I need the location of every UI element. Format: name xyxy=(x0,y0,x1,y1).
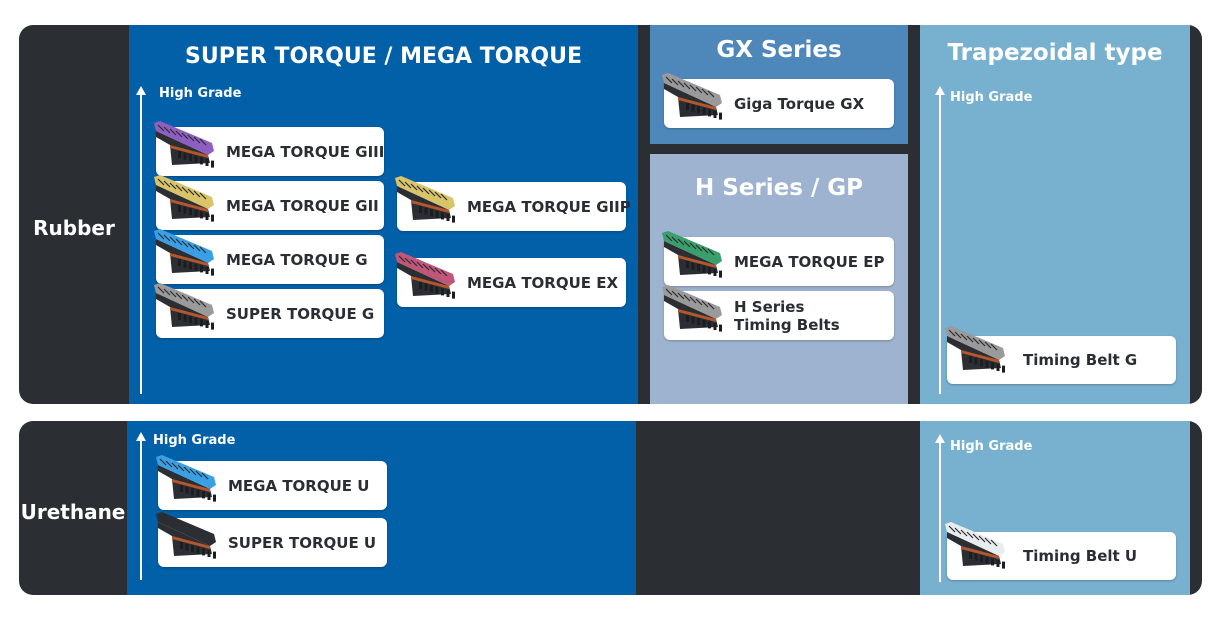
belt-icon xyxy=(156,455,216,502)
product-card-giga-torque-gx[interactable]: Giga Torque GX xyxy=(662,73,894,128)
row-label-urethane: Urethane xyxy=(20,500,126,524)
belt-icon xyxy=(395,252,455,299)
gx-series-title: GX Series xyxy=(716,37,842,63)
belt-icon xyxy=(662,285,722,332)
trapezoidal-title: Trapezoidal type xyxy=(947,40,1163,66)
product-label-line1: H Series xyxy=(734,297,805,316)
high-grade-arrow xyxy=(140,94,142,394)
high-grade-arrowhead xyxy=(935,86,945,95)
product-label: MEGA TORQUE GIIP xyxy=(467,197,631,216)
belt-icon xyxy=(662,73,722,120)
belt-icon xyxy=(154,175,214,222)
belt-icon xyxy=(945,522,1005,569)
product-label: MEGA TORQUE GII xyxy=(226,196,379,215)
product-label: Giga Torque GX xyxy=(734,94,865,113)
product-card-timing-belt-u[interactable]: Timing Belt U xyxy=(945,522,1176,580)
belt-icon xyxy=(154,121,214,168)
belt-icon xyxy=(154,283,214,330)
product-label: MEGA TORQUE EP xyxy=(734,252,885,271)
product-card-mega-torque-giip[interactable]: MEGA TORQUE GIIP xyxy=(395,176,631,231)
high-grade-label: High Grade xyxy=(950,439,1033,454)
high-grade-arrow xyxy=(140,440,142,580)
product-label: MEGA TORQUE GIII xyxy=(226,142,385,161)
product-card-mega-torque-gii[interactable]: MEGA TORQUE GII xyxy=(154,175,384,230)
h-series-title: H Series / GP xyxy=(694,175,864,201)
product-card-mega-torque-u[interactable]: MEGA TORQUE U xyxy=(156,455,387,510)
high-grade-arrow xyxy=(939,442,941,582)
product-card-super-torque-u[interactable]: SUPER TORQUE U xyxy=(156,512,387,567)
belt-icon xyxy=(154,229,214,276)
product-label: Timing Belt G xyxy=(1023,351,1138,369)
product-label: SUPER TORQUE U xyxy=(228,533,377,552)
product-card-mega-torque-ex[interactable]: MEGA TORQUE EX xyxy=(395,252,626,307)
row-label-rubber: Rubber xyxy=(33,216,115,240)
product-card-h-series[interactable]: H Series Timing Belts xyxy=(662,285,894,340)
product-label: MEGA TORQUE G xyxy=(226,250,368,269)
high-grade-arrow xyxy=(939,94,941,394)
product-label-line2: Timing Belts xyxy=(734,315,840,334)
belt-icon xyxy=(945,326,1005,373)
product-label: H Series Timing Belts xyxy=(734,291,840,340)
high-grade-arrowhead xyxy=(136,86,146,95)
product-label: SUPER TORQUE G xyxy=(226,304,375,323)
high-grade-arrowhead xyxy=(935,434,945,443)
high-grade-label: High Grade xyxy=(159,86,242,101)
product-label: MEGA TORQUE EX xyxy=(467,273,619,292)
product-card-super-torque-g[interactable]: SUPER TORQUE G xyxy=(154,283,384,338)
super-mega-title: SUPER TORQUE / MEGA TORQUE xyxy=(185,44,582,69)
high-grade-label: High Grade xyxy=(153,433,236,448)
product-label: MEGA TORQUE U xyxy=(228,476,370,495)
product-label: Timing Belt U xyxy=(1023,547,1138,565)
belt-icon xyxy=(662,231,722,278)
product-card-timing-belt-g[interactable]: Timing Belt G xyxy=(945,326,1176,384)
product-card-mega-torque-g[interactable]: MEGA TORQUE G xyxy=(154,229,384,284)
belt-icon xyxy=(395,176,455,223)
belt-icon xyxy=(156,512,216,559)
high-grade-label: High Grade xyxy=(950,90,1033,105)
high-grade-arrowhead xyxy=(136,432,146,441)
product-card-mega-torque-giii[interactable]: MEGA TORQUE GIII xyxy=(154,121,385,176)
product-card-mega-torque-ep[interactable]: MEGA TORQUE EP xyxy=(662,231,894,286)
